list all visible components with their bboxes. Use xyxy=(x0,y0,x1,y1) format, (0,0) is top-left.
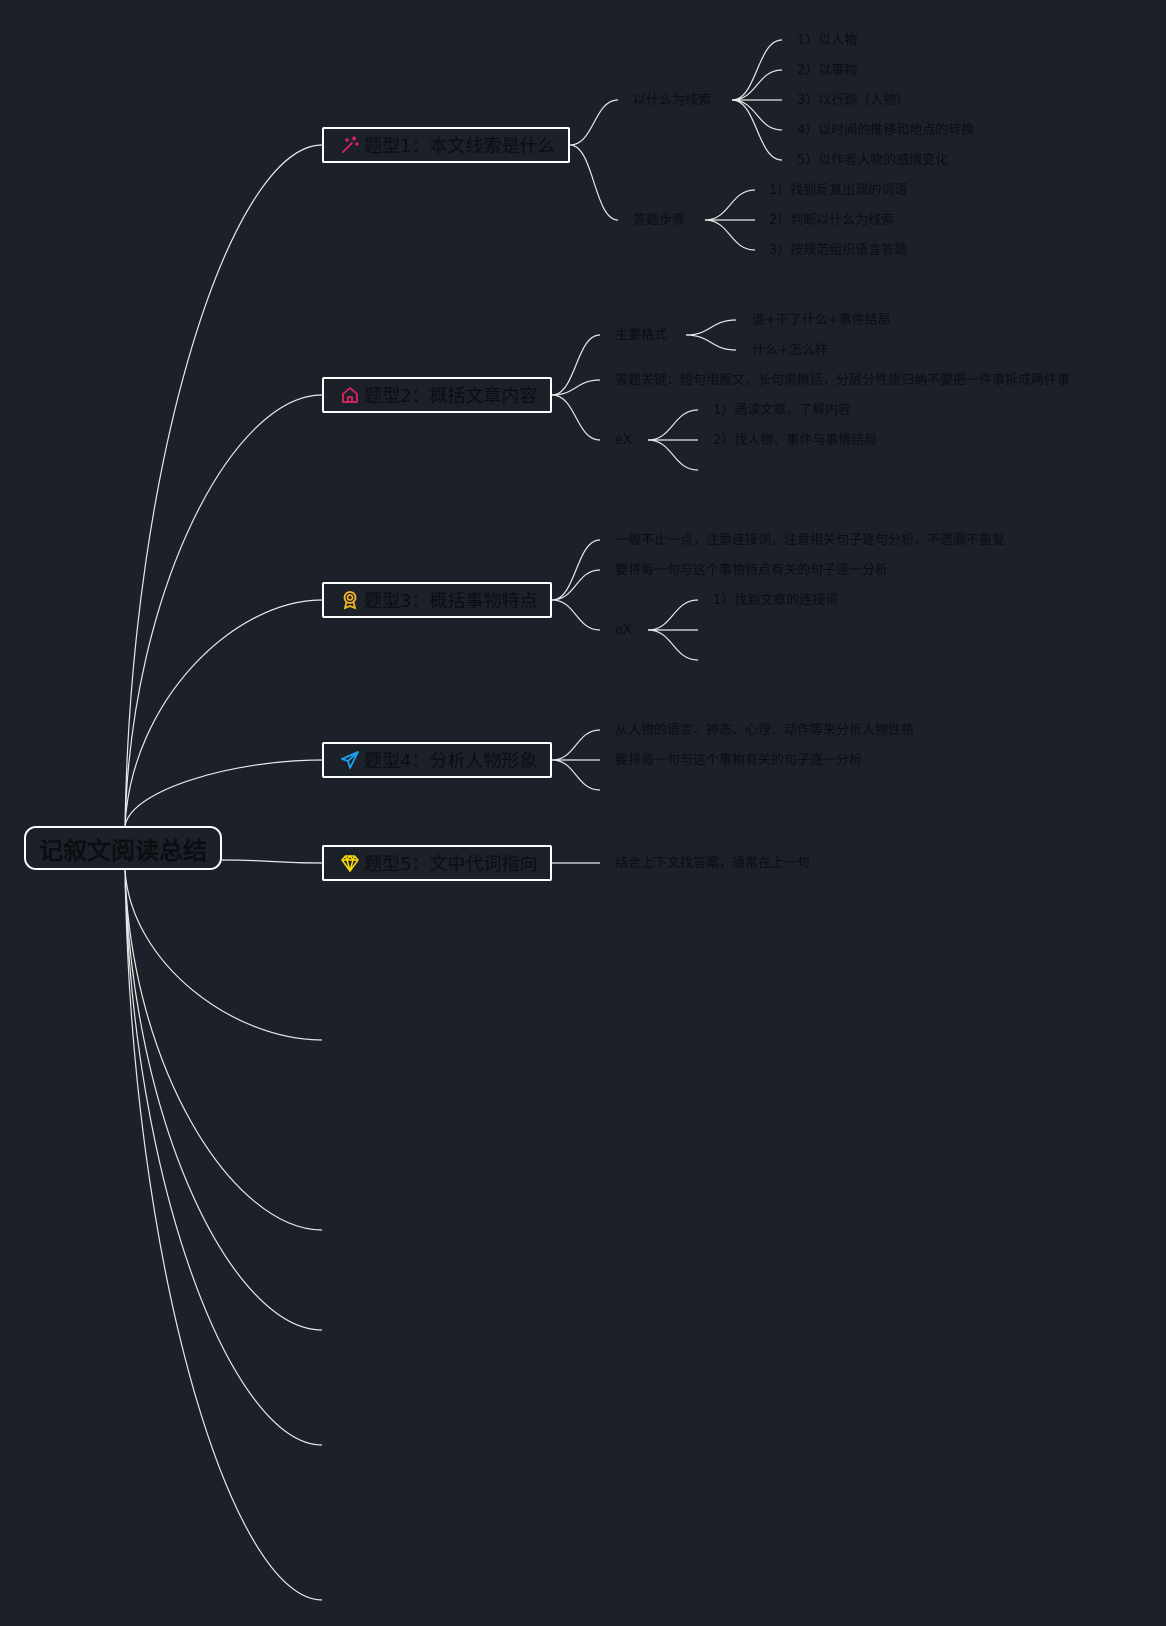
t2-example-to-item-3 xyxy=(647,439,699,471)
root-label: 记叙文阅读总结 xyxy=(39,836,207,865)
root-to-topic-2 xyxy=(124,394,323,827)
t2-key[interactable]: 答题关键：短句用原文，长句需概括，分层分性质归纳不要把一件事拆成两件事 xyxy=(615,373,1071,388)
t4-to-point-1 xyxy=(551,729,601,761)
award-ribbon-icon xyxy=(340,590,360,610)
root-to-empty-branch-4 xyxy=(124,869,323,1446)
magic-wand-icon xyxy=(340,135,360,155)
root-to-topic-1 xyxy=(124,144,323,827)
t1-step-2[interactable]: 2）判断以什么为线索 xyxy=(769,213,895,228)
home-icon xyxy=(340,385,360,405)
t1-step-3[interactable]: 3）按规范组织语言答题 xyxy=(769,243,908,258)
root-to-empty-branch-3 xyxy=(124,869,323,1331)
t4-point-1[interactable]: 从人物的语言、神态、心理、动作等来分析人物性格 xyxy=(615,723,915,738)
t3-example-to-item-1 xyxy=(647,599,699,631)
t3-to-point-1 xyxy=(551,539,601,601)
steps-to-item-3 xyxy=(704,219,756,251)
t4-point-2[interactable]: 要将每一句与这个事物有关的句子逐一分析 xyxy=(615,753,863,768)
topic-5-node[interactable]: 题型5：文中代词指向 xyxy=(322,845,552,881)
topic-3-node[interactable]: 题型3：概括事物特点 xyxy=(322,582,552,618)
clue-type-to-item-5 xyxy=(731,99,783,161)
steps-to-item-1 xyxy=(704,189,756,221)
t3-to-point-2 xyxy=(551,569,601,601)
t2-format[interactable]: 主要格式 xyxy=(615,328,668,343)
t2-example-1[interactable]: 1）通读文章，了解内容 xyxy=(713,403,852,418)
t1-to-steps xyxy=(569,144,619,221)
t2-example-to-item-1 xyxy=(647,409,699,441)
t1-steps[interactable]: 答题步骤 xyxy=(633,213,686,228)
t2-format-1[interactable]: 谁+干了什么+事件结局 xyxy=(752,313,891,328)
t1-step-1[interactable]: 1）找到反复出现的词语 xyxy=(769,183,908,198)
t3-point-1[interactable]: 一般不止一点，注意连接词，注意相关句子逐句分析，不遗漏不重复 xyxy=(615,533,1006,548)
topic-4-node[interactable]: 题型4：分析人物形象 xyxy=(322,742,552,778)
topic-2-node[interactable]: 题型2：概括文章内容 xyxy=(322,377,552,413)
t1-clue-2[interactable]: 2）以事物 xyxy=(797,63,858,78)
diamond-icon xyxy=(340,853,360,873)
clue-type-to-item-2 xyxy=(731,69,783,101)
topic-5-label: 题型5：文中代词指向 xyxy=(364,854,538,875)
root-to-empty-branch-5 xyxy=(124,869,323,1601)
topic-2-label: 题型2：概括文章内容 xyxy=(364,386,538,407)
t2-format-2[interactable]: 什么+怎么样 xyxy=(752,343,828,358)
t5-point-1[interactable]: 结合上下文找答案，通常在上一句 xyxy=(615,856,811,871)
root-to-topic-5 xyxy=(221,859,323,864)
t3-example[interactable]: eX xyxy=(615,623,632,638)
paper-plane-icon xyxy=(340,750,360,770)
t1-clue-5[interactable]: 5）以作者人物的感情变化 xyxy=(797,153,949,168)
t1-clue-4[interactable]: 4）以时间的推移和地点的转换 xyxy=(797,123,975,138)
format-to-item-2 xyxy=(685,334,737,351)
root-node[interactable]: 记叙文阅读总结 xyxy=(24,826,222,870)
clue-type-to-item-1 xyxy=(731,39,783,101)
t1-clue-type[interactable]: 以什么为线索 xyxy=(633,93,712,108)
root-to-topic-3 xyxy=(124,599,323,827)
topic-1-node[interactable]: 题型1：本文线索是什么 xyxy=(322,127,570,163)
t2-example-2[interactable]: 2）找人物、事件与事情结局 xyxy=(713,433,878,448)
t3-point-2[interactable]: 要将每一句与这个事物特点有关的句子逐一分析 xyxy=(615,563,889,578)
format-to-item-1 xyxy=(685,319,737,336)
t2-to-example xyxy=(551,394,601,441)
topic-3-label: 题型3：概括事物特点 xyxy=(364,591,538,612)
t1-clue-3[interactable]: 3）以行踪（人物） xyxy=(797,93,910,108)
topic-1-label: 题型1：本文线索是什么 xyxy=(364,136,556,157)
root-to-empty-branch-2 xyxy=(124,869,323,1231)
root-to-topic-4 xyxy=(124,759,323,827)
t4-to-point-3 xyxy=(551,759,601,791)
t3-example-1[interactable]: 1）找到文章的连接词 xyxy=(713,593,839,608)
t3-example-to-item-3 xyxy=(647,629,699,661)
topic-4-label: 题型4：分析人物形象 xyxy=(364,751,538,772)
t2-to-format xyxy=(551,334,601,396)
root-to-empty-branch-1 xyxy=(124,869,323,1041)
t3-to-example xyxy=(551,599,601,631)
t2-to-key xyxy=(551,379,601,396)
clue-type-to-item-4 xyxy=(731,99,783,131)
t1-clue-1[interactable]: 1）以人物 xyxy=(797,33,858,48)
t2-example[interactable]: eX xyxy=(615,433,632,448)
t1-to-clue-type xyxy=(569,99,619,146)
